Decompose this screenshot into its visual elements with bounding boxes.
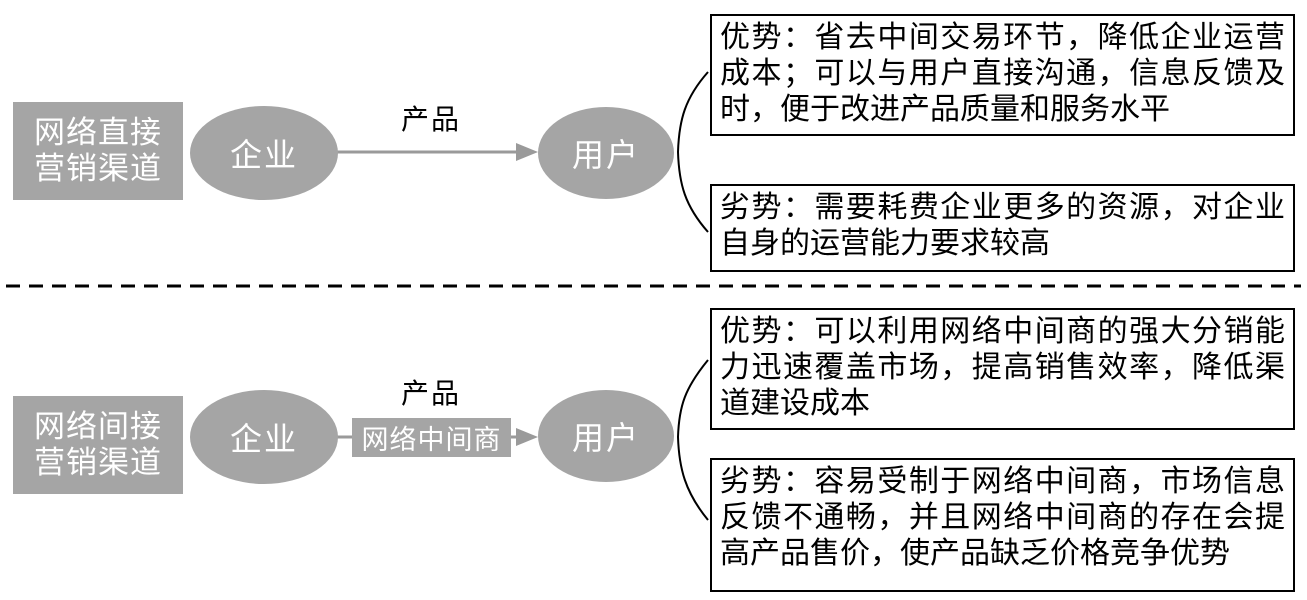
- intermediary-box: 网络中间商: [352, 418, 511, 457]
- direct-enterprise-ellipse: 企业: [190, 106, 338, 200]
- indirect-product-arrow-head: [516, 428, 538, 446]
- indirect-channel-label: 网络间接 营销渠道: [13, 396, 183, 494]
- direct-channel-label-line1: 网络直接: [34, 115, 162, 151]
- direct-advantage-box: 优势：省去中间交易环节，降低企业运营成本；可以与用户直接沟通，信息反馈及时，便于…: [710, 14, 1295, 136]
- indirect-channel-label-line2: 营销渠道: [34, 445, 162, 480]
- indirect-advantage-box: 优势：可以利用网络中间商的强大分销能力迅速覆盖市场，提高销售效率，降低渠道建设成…: [710, 308, 1295, 430]
- indirect-fork-connector: [676, 359, 709, 521]
- indirect-disadvantage-box: 劣势：容易受制于网络中间商，市场信息反馈不通畅，并且网络中间商的存在会提高产品售…: [710, 458, 1295, 592]
- indirect-user-ellipse: 用户: [538, 390, 674, 482]
- direct-channel-label: 网络直接 营销渠道: [13, 102, 183, 200]
- indirect-enterprise-ellipse: 企业: [190, 390, 338, 484]
- indirect-channel-label-line1: 网络间接: [34, 409, 162, 445]
- direct-channel-label-line2: 营销渠道: [34, 151, 162, 186]
- direct-fork-connector: [676, 71, 709, 233]
- direct-user-ellipse: 用户: [538, 107, 674, 199]
- direct-disadvantage-box: 劣势：需要耗费企业更多的资源，对企业自身的运营能力要求较高: [710, 184, 1295, 272]
- direct-product-arrow-head: [516, 143, 538, 161]
- indirect-product-flow-label: 产品: [400, 379, 461, 410]
- direct-product-flow-label: 产品: [400, 105, 461, 136]
